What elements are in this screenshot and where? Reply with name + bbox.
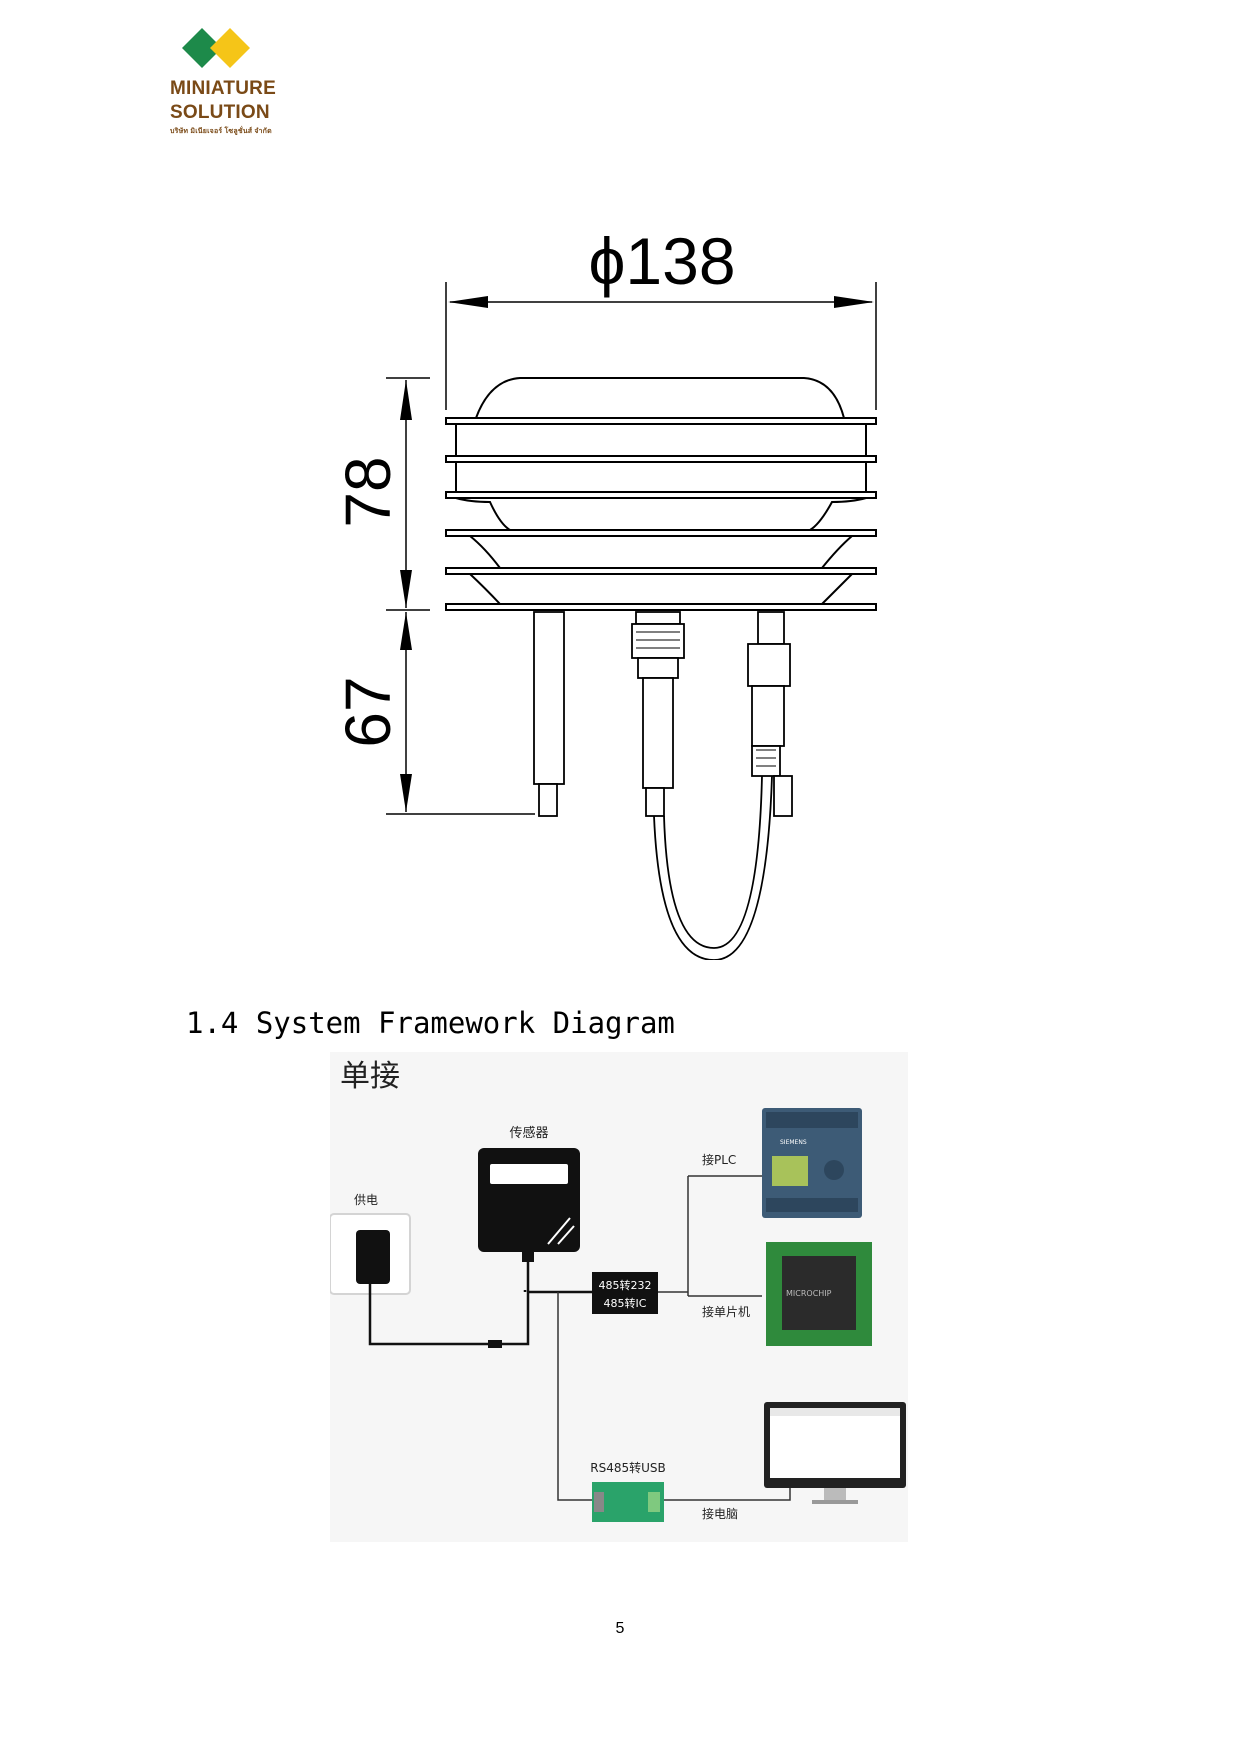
chip-brand: MICROCHIP [786,1289,832,1298]
arrow-down-icon [400,570,412,608]
page-number: 5 [615,1620,625,1637]
framework-title: 单接 [340,1059,400,1094]
diameter-label: ϕ138 [588,224,735,298]
converter-line2: 485转IC [604,1296,647,1310]
company-logo: MINIATURE SOLUTION บริษัท มิเนียเจอร์ โซ… [170,26,280,136]
sensor-label: 传感器 [509,1125,548,1141]
system-framework-diagram: 单接 供电 传感器 485转232 485转IC [330,1052,908,1542]
arrow-down-icon [400,774,412,812]
logo-thai-name: บริษัท มิเนียเจอร์ โซลูชั่นส์ จำกัด [170,128,272,135]
logo-name-line2: SOLUTION [170,102,270,123]
connection-wires [368,1262,592,1346]
arrow-up-icon [400,380,412,420]
arrow-up-icon [400,612,412,650]
power-label: 供电 [354,1193,378,1207]
mcu-label: 接单片机 [702,1304,750,1319]
height-label: 78 [332,456,404,527]
pc-label: 接电脑 [702,1506,738,1521]
converter-line1: 485转232 [599,1278,652,1292]
usb-label: RS485转USB [590,1460,666,1475]
plc-brand: SIEMENS [780,1139,807,1146]
plc-label: 接PLC [702,1152,736,1167]
sensor-dimension-drawing: ϕ138 78 67 [332,224,877,960]
probe-length-label: 67 [332,676,404,747]
computer-monitor-icon [764,1402,906,1504]
microcontroller-chip-icon [766,1242,872,1346]
arrow-left-icon [448,296,488,308]
logo-diamonds-icon [182,28,250,68]
converter-box [592,1272,658,1314]
logo-name-line1: MINIATURE [170,78,276,99]
section-heading: 1.4 System Framework Diagram [186,1006,675,1040]
plc-device-icon [762,1108,862,1218]
arrow-right-icon [834,296,874,308]
radiation-shield-body [445,377,877,611]
rs485-usb-module-icon [592,1482,664,1522]
power-socket-icon [330,1213,411,1295]
sensor-device-icon [478,1148,580,1262]
sensor-probes [533,611,793,960]
